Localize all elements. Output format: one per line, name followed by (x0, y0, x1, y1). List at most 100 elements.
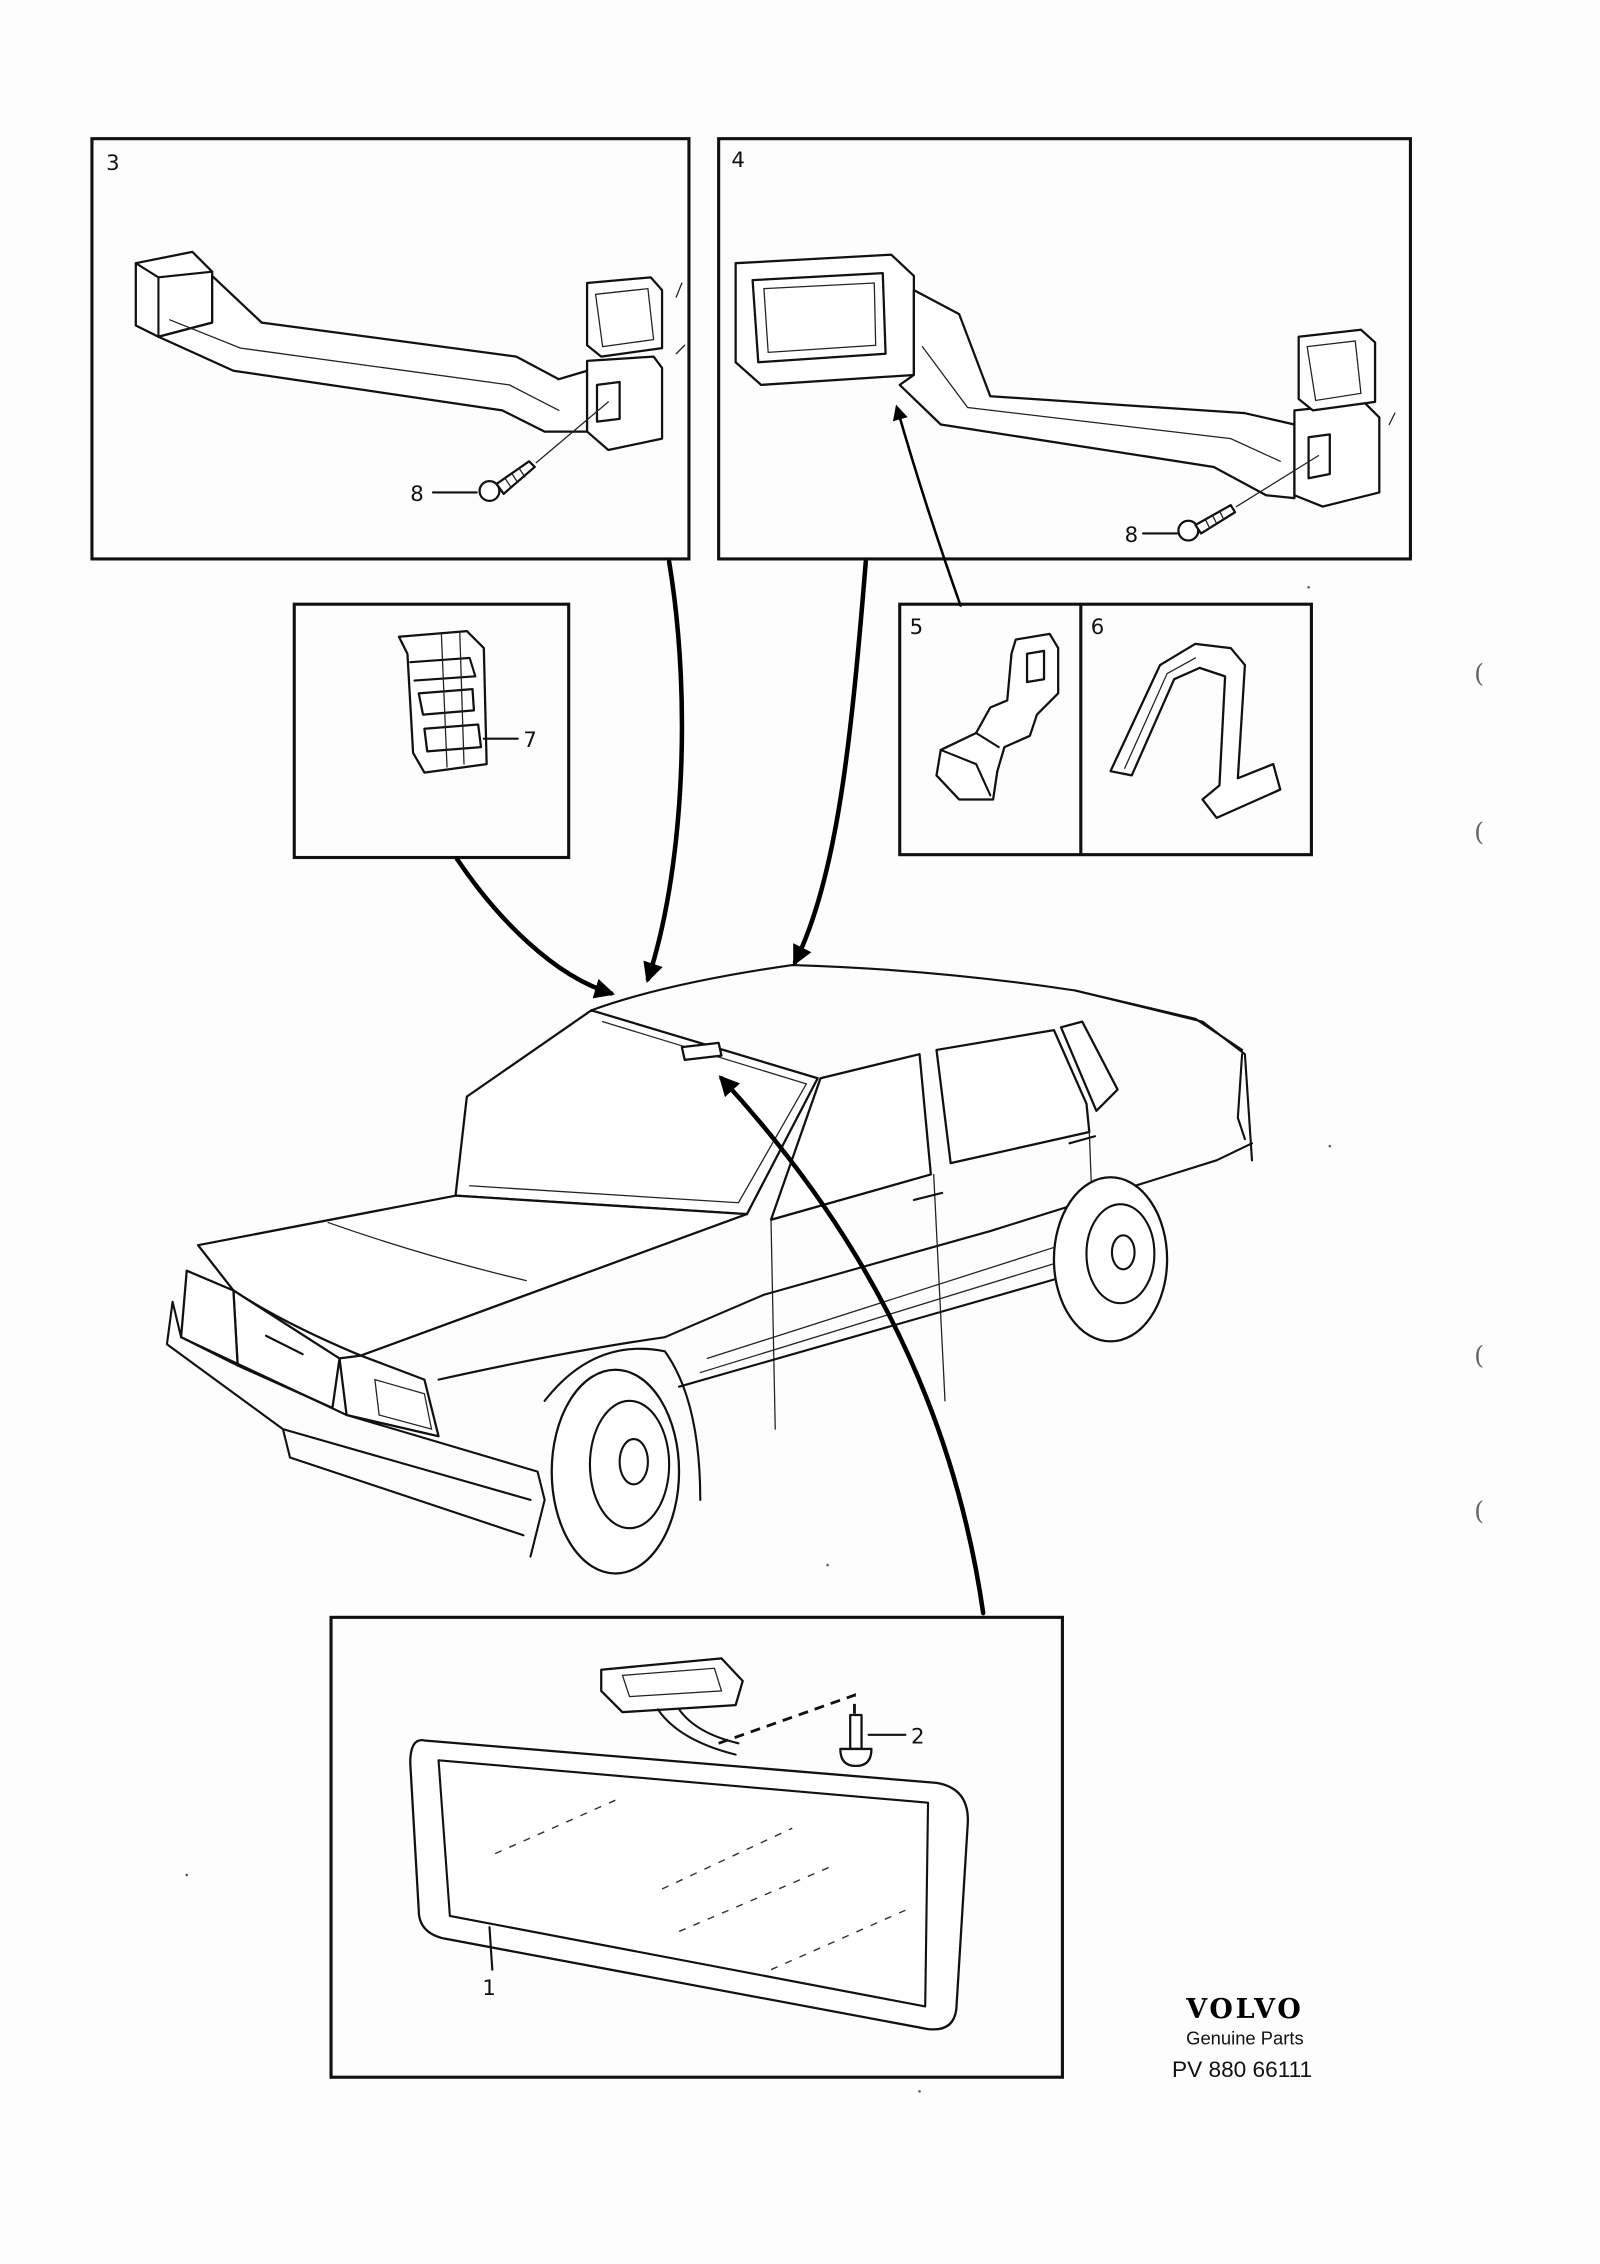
scan-speck (826, 1563, 829, 1567)
car-side-upper (437, 1142, 1254, 1381)
handle-long-drawing (734, 253, 1396, 508)
clip-a-drawing (397, 629, 488, 774)
scan-speck (1307, 585, 1310, 589)
car-rocker (677, 1258, 1119, 1388)
handle-long-left-inner (763, 282, 877, 354)
mirror-body: 1 (409, 1739, 969, 2031)
handle-short-bar-crease (169, 319, 560, 411)
clip-a-top-rib (409, 656, 477, 682)
brand-logo: VOLVO (1185, 1994, 1303, 2025)
brand-subtitle: Genuine Parts (1186, 2028, 1303, 2049)
car-quarter-window (1059, 1020, 1119, 1112)
clip-a-tooth-lower (423, 723, 483, 753)
clip-b-drawing (935, 632, 1060, 801)
clip-a-tooth-upper (417, 687, 476, 716)
handle-short-cap (585, 276, 664, 358)
car-windshield (454, 1009, 819, 1216)
mirror-glare-lower (678, 1864, 906, 1971)
clip-c-inner (1124, 657, 1197, 769)
arrow-clip-a-to-car (454, 856, 616, 999)
panel-clip-b-number: 5 (910, 615, 924, 640)
handle-long-bar-crease (921, 346, 1281, 462)
clip-b-fold (939, 731, 1000, 797)
handle-long-right-block (1293, 402, 1381, 508)
brand-block: VOLVO Genuine Parts PV 880 66111 (1172, 1994, 1312, 2082)
clip-a-spine (440, 631, 465, 768)
car-rear-wheel-rim (1085, 1203, 1156, 1305)
arrow-mirror-to-car (718, 1075, 986, 1616)
panel-handle-long: 4 8 (717, 137, 1412, 561)
screw-handle-short-shank (495, 460, 536, 495)
panel-mirror: 2 1 (329, 1615, 1064, 2079)
mirror-callout: 1 (482, 1976, 496, 2001)
car-interior-mirror (680, 1041, 723, 1061)
car-front-wheel (550, 1368, 681, 1575)
car-rear-wheel-hub (1110, 1234, 1136, 1271)
handle-short-edge-tick (675, 282, 686, 355)
clip-b-slot (1025, 649, 1046, 684)
handle-long-bar (898, 288, 1296, 500)
car-headlight-right (338, 1354, 440, 1438)
handle-short-left-end (134, 250, 214, 338)
screw-handle-short-axis (535, 401, 609, 464)
mirror-stem (656, 1708, 740, 1756)
document-reference: PV 880 66111 (1172, 2057, 1312, 2082)
screw-handle-long-threads (1204, 510, 1225, 529)
screw-handle-short-callout: 8 (410, 482, 424, 507)
scan-specks (185, 585, 1332, 2093)
screw-handle-long-head (1177, 519, 1200, 542)
car-front-door-window (769, 1053, 932, 1221)
margin-mark: ( (1474, 1497, 1484, 1527)
mirror-screw-shank (849, 1713, 863, 1751)
screw-handle-short: 8 (410, 401, 609, 507)
car-door-handle-rear (1068, 1135, 1097, 1145)
screw-handle-short-head (478, 479, 501, 503)
margin-marks: ( ( ( ( (1474, 659, 1484, 1527)
mirror-mount-base (600, 1657, 744, 1714)
mirror-housing (409, 1739, 969, 2031)
panel-handle-long-number: 4 (731, 148, 745, 173)
car-front-wheel-rim (588, 1399, 671, 1530)
scan-speck (185, 1873, 189, 1877)
clip-b-pointer-arrow (892, 404, 962, 607)
mirror-mount (600, 1657, 744, 1756)
handle-long-left-opening (751, 271, 887, 364)
handle-short-cap-edge (594, 287, 655, 348)
handle-short-left-end-face (134, 262, 214, 338)
car-front-bumper (165, 1300, 546, 1558)
handle-long-cap (1297, 328, 1377, 412)
car-front-wheel-hub (618, 1437, 649, 1486)
mirror-mount-inner (621, 1667, 723, 1698)
panel-clips-b-c-frame (898, 602, 1313, 857)
arrow-handle-long-to-car (792, 559, 869, 966)
mirror-screw: 2 (839, 1713, 925, 1768)
car-hood-crease (327, 1221, 527, 1282)
car-rear-wheel (1052, 1176, 1169, 1343)
car-headlight-right-lens (374, 1378, 433, 1431)
mirror-glass (437, 1759, 930, 2008)
handle-long-edge-tick (1388, 412, 1396, 426)
mirror-screw-axis (718, 1693, 856, 1745)
panel-clip-a-frame (292, 602, 571, 860)
panel-handle-short-number: 3 (106, 151, 120, 176)
mirror-screw-callout: 2 (911, 1724, 925, 1749)
margin-mark: ( (1474, 659, 1484, 689)
panel-clips-b-c: 5 6 (892, 404, 1313, 857)
car-door-handle-front (912, 1191, 944, 1201)
handle-long-screw-hole (1307, 433, 1331, 480)
panel-handle-short-frame (90, 137, 691, 561)
screw-handle-short-threads (504, 467, 526, 488)
clip-a-callout: 7 (523, 728, 537, 753)
screw-handle-long: 8 (1125, 454, 1320, 548)
handle-short-right-block (585, 355, 664, 452)
margin-mark: ( (1474, 818, 1484, 848)
car-headlight-left (179, 1269, 239, 1367)
clip-c-drawing (1109, 642, 1282, 820)
car-grille-badge (264, 1334, 304, 1356)
mirror-leader (488, 1926, 494, 1971)
screw-handle-long-axis (1235, 454, 1320, 508)
car-rear-door-window (935, 1028, 1091, 1165)
panel-clip-a: 7 (292, 602, 571, 860)
